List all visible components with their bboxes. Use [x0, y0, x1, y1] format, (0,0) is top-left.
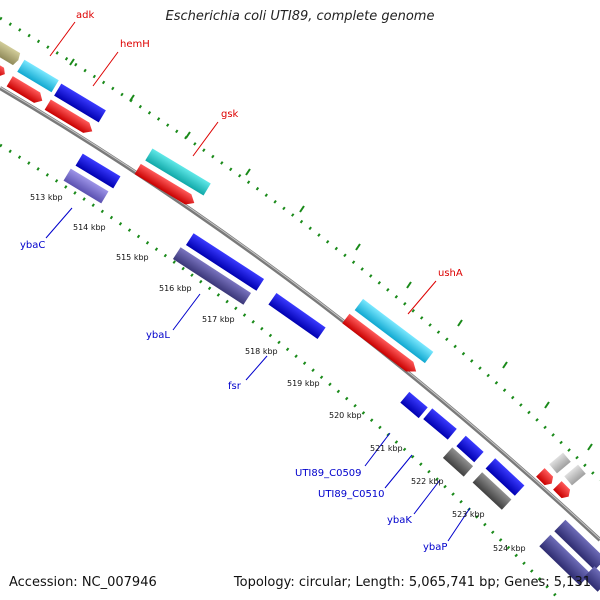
gene-label-ybaL: ybaL	[146, 330, 170, 341]
feature-hemH-red	[44, 99, 93, 133]
tick-label: 517 kbp	[202, 315, 235, 324]
feature-ybaC-slate	[63, 168, 109, 204]
accession-text: Accession: NC_007946	[9, 575, 157, 590]
feature-c0509-blue	[400, 391, 428, 419]
feature-ybaK-blue	[456, 435, 484, 463]
feature-fsr-blue	[268, 293, 326, 339]
gene-label-ybaK: ybaK	[387, 515, 412, 526]
feature-ybaP-gray	[472, 472, 512, 510]
feature-gsk-teal	[145, 148, 211, 196]
feature-ybaC-blue	[75, 153, 121, 189]
feature-ybaK-gray	[442, 447, 474, 477]
tick-label: 518 kbp	[245, 347, 278, 356]
gene-labels-bottom: ybaC ybaL fsr UTI89_C0509 UTI89_C0510 yb…	[20, 240, 447, 553]
feature-ybaP-blue	[485, 458, 525, 496]
tick-label: 514 kbp	[73, 223, 106, 232]
feature-navy-a	[554, 519, 600, 571]
feature-ybaL-blue	[185, 233, 265, 291]
gene-label-hemH: hemH	[120, 39, 150, 50]
gene-labels-top: adk hemH gsk ushA	[76, 10, 463, 279]
gene-label-ybaC: ybaC	[20, 240, 45, 251]
feature-lightgray-a	[549, 452, 571, 474]
leader-lines-top	[49, 21, 437, 315]
gene-label-ybaP: ybaP	[423, 542, 447, 553]
tick-label: 519 kbp	[287, 379, 320, 388]
gene-label-ushA: ushA	[438, 268, 463, 279]
feature-navy-c	[583, 566, 600, 592]
tick-label: 524 kbp	[493, 544, 526, 553]
tick-label: 520 kbp	[329, 411, 362, 420]
gene-label-uti89-c0510: UTI89_C0510	[318, 489, 385, 500]
map-title: Escherichia coli UTI89, complete genome	[165, 9, 435, 24]
leader-lines-bottom	[45, 207, 471, 542]
inner-dotted-track	[0, 143, 562, 600]
feature-hemH-blue	[54, 83, 106, 123]
scale-tick-labels: 513 kbp 514 kbp 515 kbp 516 kbp 517 kbp …	[30, 193, 526, 553]
gene-label-fsr: fsr	[228, 381, 242, 392]
tick-label: 513 kbp	[30, 193, 63, 202]
feature-ushA-red	[342, 313, 417, 372]
feature-ybaL-slate	[172, 247, 252, 305]
feature-red-left	[0, 60, 5, 77]
feature-adk-cyan	[17, 59, 59, 93]
feature-olive	[0, 40, 21, 66]
tick-label: 521 kbp	[370, 444, 403, 453]
gene-label-uti89-c0509: UTI89_C0509	[295, 468, 362, 479]
feature-lightgray-b	[564, 464, 586, 486]
genome-backbone	[0, 86, 600, 542]
feature-ushA-cyan	[354, 298, 434, 364]
outer-dotted-track	[0, 16, 600, 482]
gene-label-adk: adk	[76, 10, 94, 21]
tick-label: 522 kbp	[411, 477, 444, 486]
genome-summary-text: Topology: circular; Length: 5,065,741 bp…	[233, 575, 591, 590]
tick-label: 516 kbp	[159, 284, 192, 293]
tick-label: 523 kbp	[452, 510, 485, 519]
feature-navy-b	[539, 534, 591, 586]
feature-c0510-blue	[423, 408, 457, 440]
tick-label: 515 kbp	[116, 253, 149, 262]
feature-gsk-red	[134, 163, 195, 205]
outer-tick-marks	[69, 58, 593, 451]
gene-label-gsk: gsk	[221, 109, 239, 120]
feature-adk-red	[6, 76, 43, 103]
